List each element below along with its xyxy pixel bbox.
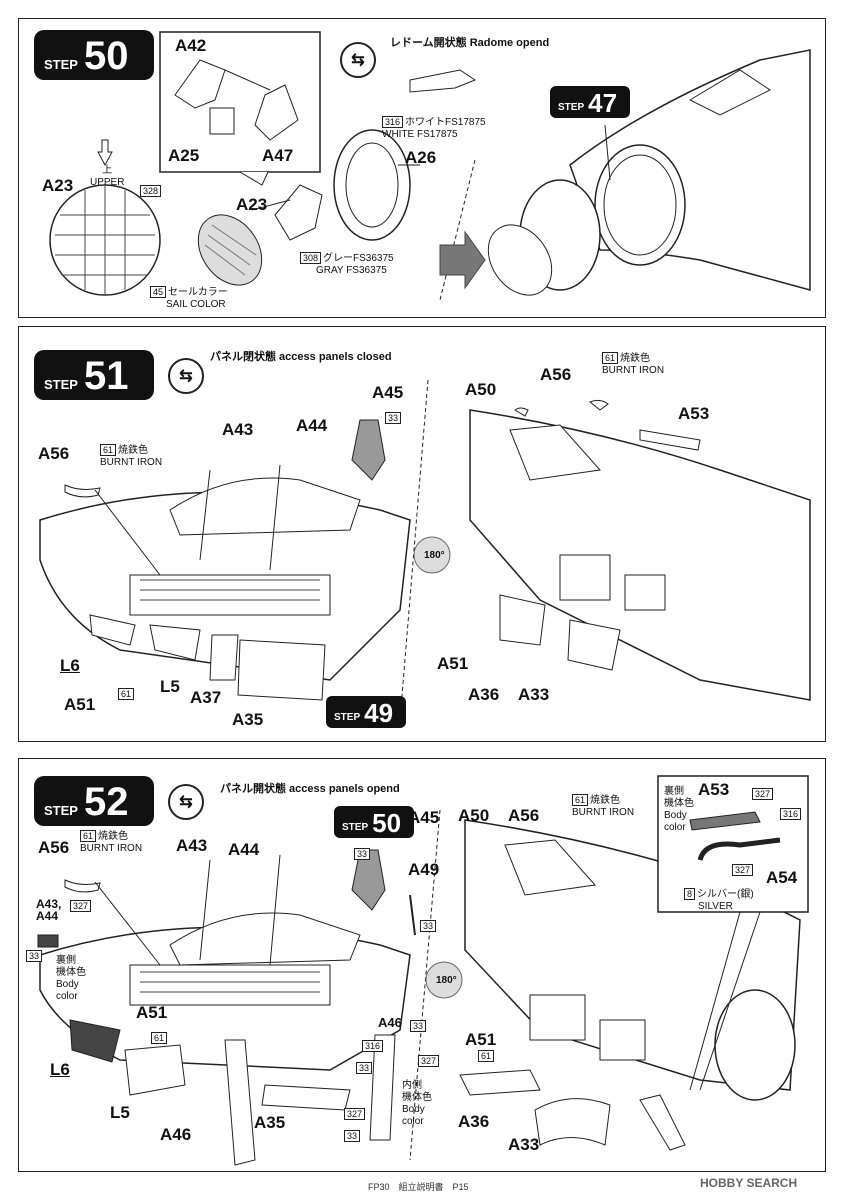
paint-code: 327 <box>752 788 775 801</box>
part-label: A53 <box>678 404 710 423</box>
paint-code: 33 <box>26 950 44 963</box>
step-51-state-label: パネル閉状態 access panels closed <box>210 351 392 363</box>
part-label: A50 <box>458 806 490 825</box>
part-label: A56 <box>38 838 70 857</box>
paint-code: 327 <box>418 1055 441 1068</box>
part-label: A43,A44 <box>36 897 62 923</box>
part-label: A43 <box>222 420 254 439</box>
part-label: A26 <box>405 148 437 167</box>
part-label: A44 <box>228 840 260 859</box>
part-label: A36 <box>468 685 500 704</box>
part-label: A23 <box>236 195 268 214</box>
part-label: A47 <box>262 146 294 165</box>
step-52-state-label: パネル開状態 access panels opend <box>220 783 400 795</box>
part-label: A51 <box>465 1030 497 1049</box>
part-label: A33 <box>508 1135 540 1154</box>
paint-code: 316 <box>780 808 803 821</box>
paint-code: 327 <box>344 1108 367 1121</box>
watermark: HOBBY SEARCH <box>700 1176 798 1190</box>
page-footer: FP30 組立説明書 P15 <box>368 1182 469 1192</box>
part-label: A43 <box>176 836 208 855</box>
rotate-180-icon: 180° <box>436 975 457 986</box>
part-label: A46 <box>160 1125 192 1144</box>
part-label: A49 <box>408 860 440 879</box>
paint-code: 33 <box>344 1130 362 1143</box>
paint-code: 33 <box>356 1062 374 1075</box>
part-label: A54 <box>766 868 798 887</box>
part-label: A46 <box>378 1015 402 1030</box>
paint-code: 33 <box>385 412 403 425</box>
part-label: A45 <box>408 808 440 827</box>
part-label: A51 <box>64 695 96 714</box>
paint-code: 327 <box>70 900 93 913</box>
part-label: A36 <box>458 1112 490 1131</box>
part-label: A56 <box>38 444 70 463</box>
paint-code: 33 <box>354 848 372 861</box>
part-label: L6 <box>50 1060 70 1079</box>
paint-code: 33 <box>420 920 438 933</box>
swap-arrow-icon: ⇆ <box>168 784 204 820</box>
part-label: A35 <box>254 1113 286 1132</box>
part-label: A45 <box>372 383 404 402</box>
rotate-180-icon: 180° <box>424 550 445 561</box>
part-label: L6 <box>60 656 80 675</box>
part-label: A35 <box>232 710 264 729</box>
swap-arrow-icon: ⇆ <box>168 358 204 394</box>
part-label: L5 <box>160 677 180 696</box>
step-50-state-label: レドーム開状態 Radome opend <box>390 37 550 49</box>
swap-arrow-icon: ⇆ <box>340 42 376 78</box>
part-label: A33 <box>518 685 550 704</box>
part-label: A56 <box>540 365 572 384</box>
paint-code: 327 <box>732 864 755 877</box>
part-label: A51 <box>136 1003 168 1022</box>
paint-code: 61 <box>118 688 136 701</box>
part-code: 328 <box>140 185 163 198</box>
paint-code: 316 <box>362 1040 385 1053</box>
paint-code: 61 <box>151 1032 169 1045</box>
part-label: A23 <box>42 176 74 195</box>
part-label: A44 <box>296 416 328 435</box>
part-label: A56 <box>508 806 540 825</box>
part-label: A37 <box>190 688 222 707</box>
part-label: A50 <box>465 380 497 399</box>
part-label: A42 <box>175 36 207 55</box>
part-label: A53 <box>698 780 730 799</box>
part-label: A25 <box>168 146 200 165</box>
part-label: L5 <box>110 1103 130 1122</box>
part-label: A51 <box>437 654 469 673</box>
paint-code: 33 <box>410 1020 428 1033</box>
paint-code: 61 <box>478 1050 496 1063</box>
